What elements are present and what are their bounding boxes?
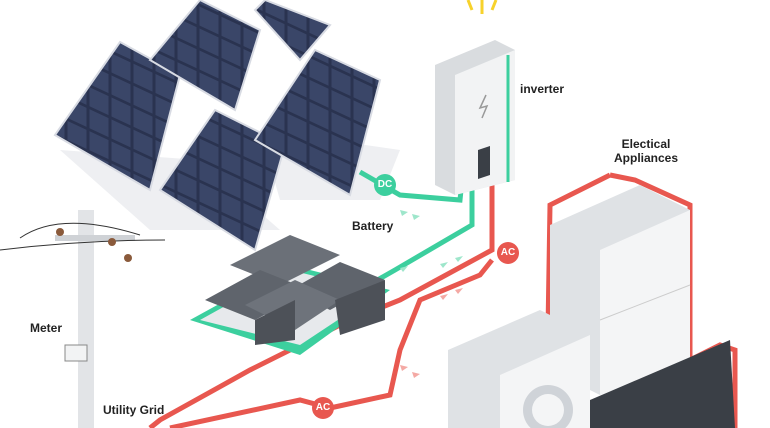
washing-machine xyxy=(448,310,590,428)
meter-label: Meter xyxy=(30,321,63,335)
utility-pole xyxy=(0,210,166,428)
utility-grid-label: Utility Grid xyxy=(103,403,165,417)
battery-label: Battery xyxy=(352,219,394,233)
flow-arrows xyxy=(400,210,463,272)
inverter xyxy=(435,40,515,195)
solar-panel xyxy=(148,0,262,112)
appliances-label: Electical Appliances xyxy=(614,137,678,165)
solar-panels xyxy=(53,0,382,252)
appliances-label-line2: Appliances xyxy=(614,151,679,165)
dc-badge: DC xyxy=(374,174,396,196)
inverter-label: inverter xyxy=(520,82,565,96)
appliances-label-line1: Electical xyxy=(621,137,671,151)
solar-panel xyxy=(253,48,382,197)
meter-icon xyxy=(64,344,88,362)
flow-arrows xyxy=(400,288,463,378)
battery-bank xyxy=(190,235,390,355)
sun-icon xyxy=(466,0,498,14)
solar-panel xyxy=(253,0,332,62)
television xyxy=(590,340,735,428)
ac-badge-grid: AC xyxy=(312,397,334,419)
ac-badge-inverter: AC xyxy=(497,242,519,264)
lightning-icon xyxy=(478,94,489,119)
